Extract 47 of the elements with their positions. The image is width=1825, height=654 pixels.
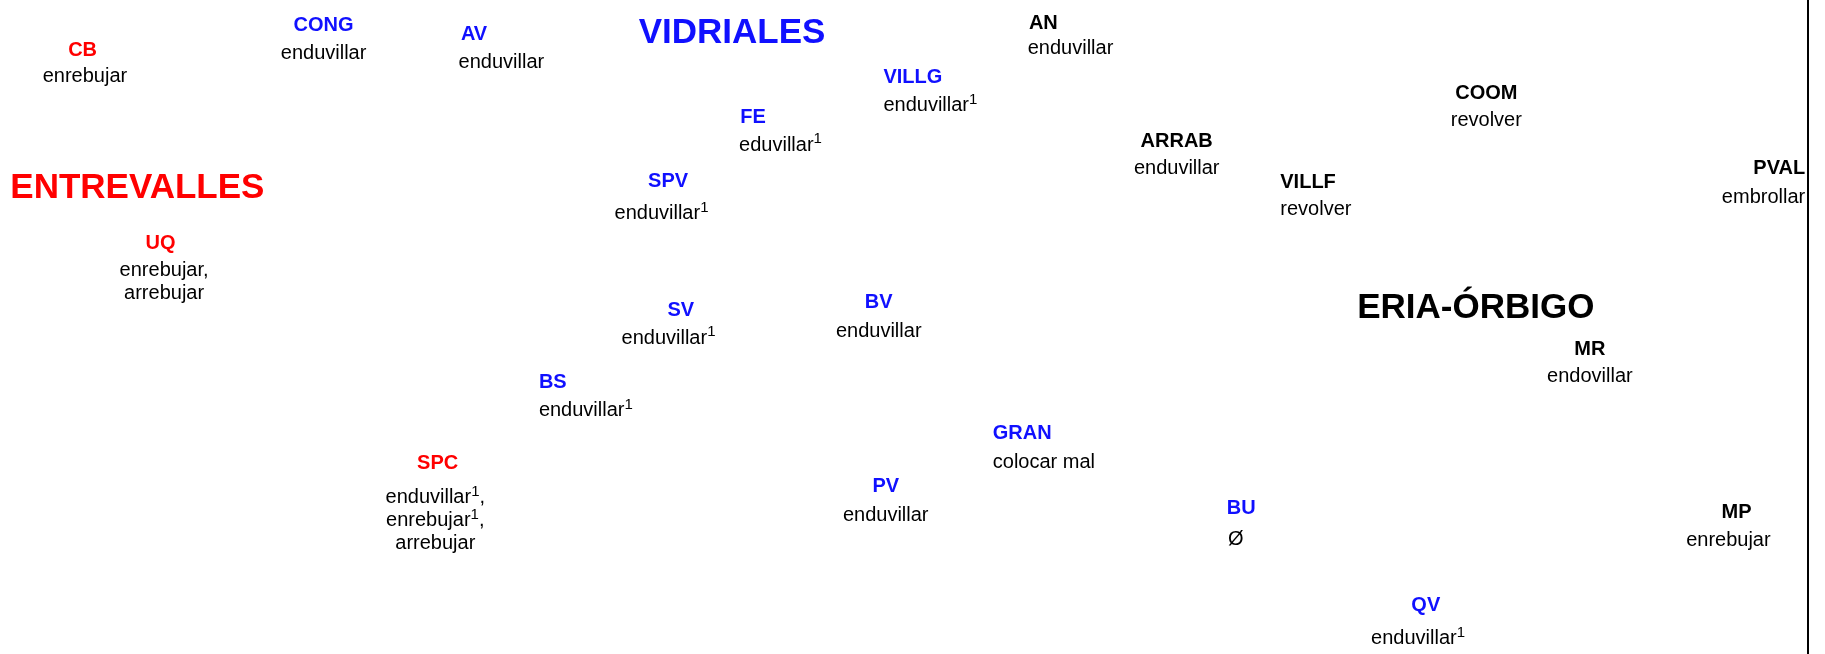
site-code: VILLG xyxy=(883,64,943,88)
site-code: AV xyxy=(460,20,488,45)
dialect-word: enduvillar xyxy=(1027,36,1114,60)
dialect-word: enrebujar xyxy=(1686,528,1771,552)
site-code: PVAL xyxy=(1753,154,1806,179)
dialect-word: eduvillar$^{1}$ xyxy=(739,132,822,156)
site-code: FE xyxy=(740,103,766,128)
region-name: VIDRIALES xyxy=(638,10,826,53)
site-code: BU xyxy=(1226,494,1256,519)
dialect-word: enduvillar xyxy=(458,50,545,74)
dialect-word: endovillar xyxy=(1547,364,1633,388)
dialect-word: enduvillar$^{1}$ xyxy=(621,325,716,349)
dialect-word: revolver xyxy=(1450,108,1522,132)
site-code: QV xyxy=(1411,592,1441,617)
site-code: GRAN xyxy=(992,420,1052,445)
region-name: ERIA-ÓRBIGO xyxy=(1357,285,1595,328)
site-code: BV xyxy=(864,288,893,313)
site-code: CONG xyxy=(293,11,354,36)
dialect-word: colocar mal xyxy=(992,450,1096,474)
dialect-word: Ø xyxy=(1227,527,1244,551)
dialect-word: enduvillar xyxy=(280,40,367,64)
site-code: SPV xyxy=(648,167,689,192)
dialect-word: embrollar xyxy=(1721,185,1806,209)
site-code: MP xyxy=(1721,499,1752,524)
site-code: VILLF xyxy=(1280,168,1336,193)
dialect-word: enduvillar$^{1}$ xyxy=(1371,626,1465,650)
site-code: SPC xyxy=(417,450,459,475)
site-code: UQ xyxy=(145,230,176,255)
dialect-word: enduvillar$^{1}$ xyxy=(538,398,633,422)
dialect-word: enduvillar xyxy=(835,318,922,342)
dialect-word: enduvillar xyxy=(842,502,929,526)
site-code: AN xyxy=(1028,10,1058,35)
dialect-word: enrebujar xyxy=(42,64,128,87)
site-code: MR xyxy=(1574,336,1606,361)
site-code: BS xyxy=(538,368,567,393)
dialect-word: enrebujar, arrebujar xyxy=(118,258,210,305)
dialect-word: enduvillar$^{1}$ xyxy=(883,93,978,117)
site-code: ARRAB xyxy=(1140,128,1213,152)
dialect-word: enduvillar xyxy=(1133,155,1220,179)
site-code: SV xyxy=(667,296,695,321)
site-code: COOM xyxy=(1455,80,1518,105)
dialect-word: enduvillar$^{1}$, enrebujar$^{1}$, arrebujar xyxy=(384,485,487,555)
dialect-word: enduvillar$^{1}$ xyxy=(614,201,709,225)
dialect-word: revolver xyxy=(1280,196,1352,220)
site-code: PV xyxy=(872,472,900,497)
region-name: ENTREVALLES xyxy=(10,165,265,208)
site-code: CB xyxy=(68,37,98,62)
